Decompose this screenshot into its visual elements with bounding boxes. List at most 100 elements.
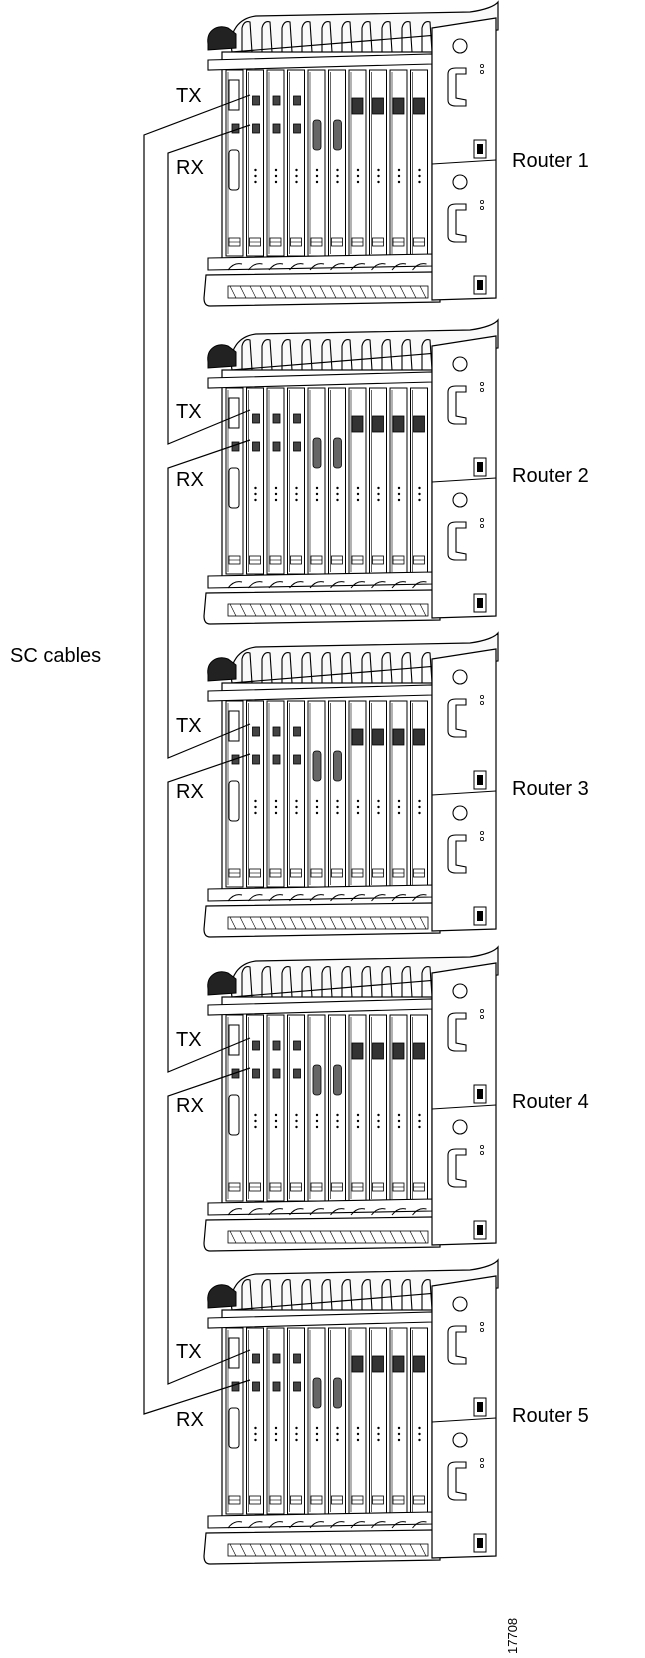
rx-port [273,1069,280,1078]
line-card-4 [288,1328,305,1514]
line-card-9 [390,701,407,887]
line-card-6 [329,701,346,887]
optical-port [393,1043,404,1059]
serial-connector [313,751,321,781]
lifting-handle [208,345,236,368]
line-card-9 [390,1015,407,1201]
rx-port [253,1069,260,1078]
optical-port [414,416,425,432]
rx-port [294,1382,301,1391]
line-card-2 [247,1015,264,1201]
optical-port [373,1043,384,1059]
serial-connector [334,751,342,781]
optical-port [352,98,363,114]
lifting-handle [208,658,236,681]
rx-port [253,1382,260,1391]
line-card-3 [267,701,284,887]
line-card-8 [370,70,387,256]
line-card-4 [288,701,305,887]
line-card-8 [370,1328,387,1514]
rx-port [273,1382,280,1391]
line-card-5 [308,701,325,887]
tx-port [253,96,260,105]
optical-port [373,98,384,114]
tx-port [253,1041,260,1050]
tx-port [273,96,280,105]
line-card-9 [390,70,407,256]
line-card-10 [411,1328,428,1514]
tx-port [273,727,280,736]
power-bay [432,1276,496,1558]
line-card-3 [267,70,284,256]
line-card-3 [267,1328,284,1514]
line-card-3 [267,388,284,574]
rx-port [253,755,260,764]
tx-port [294,1354,301,1363]
rx-port [273,124,280,133]
tx-port [273,1041,280,1050]
power-bay [432,336,496,618]
optical-port [352,1043,363,1059]
line-card-6 [329,1015,346,1201]
line-card-3 [267,1015,284,1201]
line-card-7 [349,1015,366,1201]
optical-port [352,1356,363,1372]
router-1-chassis [204,2,498,306]
router-2-chassis [204,320,498,624]
optical-port [393,416,404,432]
line-card-7 [349,1328,366,1514]
serial-connector [313,120,321,150]
rx-port [294,124,301,133]
optical-port [414,1356,425,1372]
line-card-6 [329,1328,346,1514]
line-card-6 [329,70,346,256]
router-3-chassis [204,633,498,937]
line-card-2 [247,1328,264,1514]
tx-port [253,727,260,736]
serial-connector [334,120,342,150]
line-card-5 [308,1015,325,1201]
line-card-8 [370,701,387,887]
optical-port [393,98,404,114]
optical-port [414,98,425,114]
optical-port [393,1356,404,1372]
line-card-5 [308,70,325,256]
tx-port [253,414,260,423]
line-card-7 [349,70,366,256]
lifting-handle [208,27,236,50]
serial-connector [334,1065,342,1095]
rx-port [273,755,280,764]
line-card-5 [308,1328,325,1514]
line-card-5 [308,388,325,574]
serial-connector [334,1378,342,1408]
line-card-9 [390,1328,407,1514]
rx-port [253,124,260,133]
lifting-handle [208,1285,236,1308]
optical-port [393,729,404,745]
rx-port [273,442,280,451]
line-card-4 [288,70,305,256]
line-card-8 [370,1015,387,1201]
serial-connector [313,1378,321,1408]
line-card-6 [329,388,346,574]
optical-port [373,416,384,432]
line-card-2 [247,701,264,887]
router-5-chassis [204,1260,498,1564]
line-card-10 [411,1015,428,1201]
rx-port [294,1069,301,1078]
lifting-handle [208,972,236,995]
line-card-7 [349,701,366,887]
serial-connector [334,438,342,468]
serial-connector [313,438,321,468]
line-card-10 [411,701,428,887]
serial-connector [313,1065,321,1095]
line-card-2 [247,70,264,256]
optical-port [352,416,363,432]
line-card-4 [288,388,305,574]
power-bay [432,649,496,931]
tx-port [253,1354,260,1363]
line-card-4 [288,1015,305,1201]
rx-port [294,755,301,764]
rx-port [253,442,260,451]
